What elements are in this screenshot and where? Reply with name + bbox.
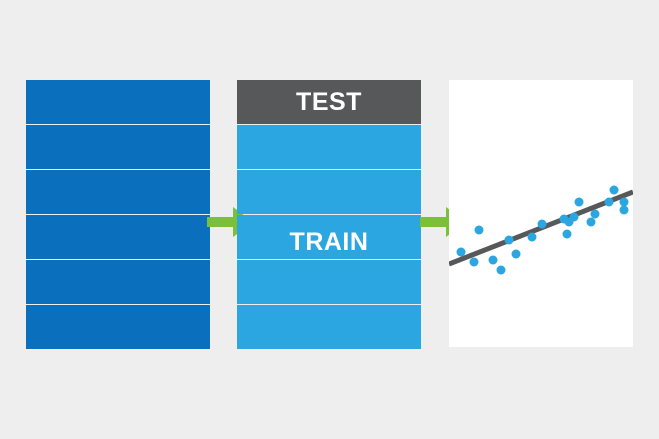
data-point [456,247,466,257]
data-point [496,265,506,275]
dataset-row [26,215,210,259]
train-row [237,260,421,304]
dataset-row [26,80,210,124]
data-point [474,225,484,235]
data-point [527,232,537,242]
data-point [586,217,596,227]
train-label: TRAIN [289,228,369,256]
full-dataset-stack [26,80,210,350]
dataset-row [26,260,210,304]
train-row [237,170,421,214]
data-point [574,197,584,207]
data-point [537,219,547,229]
data-point [562,229,572,239]
data-point [504,235,514,245]
dataset-row [26,170,210,214]
data-point [619,197,629,207]
data-point [609,185,619,195]
train-test-split-stack: TEST TRAIN [237,80,421,350]
test-row: TEST [237,80,421,124]
scatter-points [456,185,629,275]
train-row [237,305,421,349]
data-point [488,255,498,265]
test-label: TEST [296,87,362,116]
dataset-row [26,305,210,349]
scatter-plot [449,185,633,275]
dataset-row [26,125,210,169]
model-panel [449,80,633,347]
train-row [237,215,421,259]
data-point [590,209,600,219]
data-point [469,257,479,267]
data-point [569,212,579,222]
data-point [604,197,614,207]
data-point [619,205,629,215]
data-point [511,249,521,259]
train-row [237,125,421,169]
